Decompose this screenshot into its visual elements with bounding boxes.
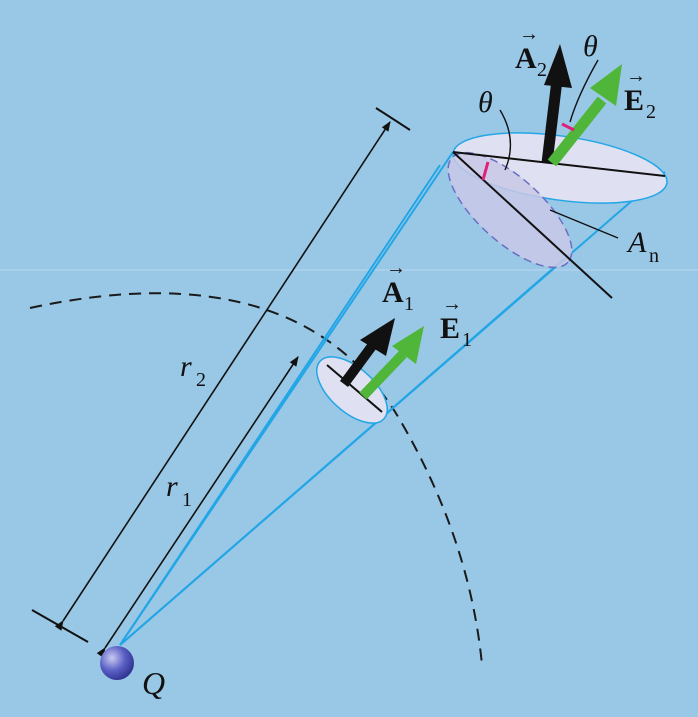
svg-text:→: →	[626, 65, 646, 87]
label-r2: r 2	[180, 350, 206, 391]
label-An: A n	[626, 226, 659, 267]
label-A1: A 1 →	[382, 257, 414, 315]
disk-A1	[316, 356, 388, 424]
label-r1: r 1	[166, 470, 192, 511]
svg-text:1: 1	[462, 329, 472, 351]
svg-text:E: E	[440, 312, 460, 345]
vector-E2	[547, 96, 607, 167]
svg-text:2: 2	[646, 101, 656, 123]
theta-right-leader	[569, 59, 599, 123]
angle-mark-left	[481, 161, 490, 181]
cone-lines	[119, 151, 666, 646]
svg-text:1: 1	[404, 293, 414, 315]
label-Q: Q	[142, 665, 165, 701]
label-E1: E 1 →	[440, 293, 472, 351]
vector-E2-head	[590, 64, 622, 106]
theta-left-leader	[499, 109, 512, 171]
theta-left-label: θ	[478, 86, 493, 119]
charge-Q	[100, 646, 134, 680]
svg-text:E: E	[624, 84, 644, 117]
angle-mark-right	[561, 122, 575, 132]
r2-tick-top	[375, 107, 411, 131]
An-leader	[549, 209, 619, 239]
svg-text:r: r	[166, 470, 178, 503]
svg-text:2: 2	[537, 59, 547, 81]
svg-text:A: A	[382, 276, 404, 309]
svg-text:→: →	[519, 23, 539, 45]
svg-text:n: n	[649, 245, 659, 267]
disk-A2-diameter	[452, 151, 666, 177]
svg-text:A: A	[515, 42, 537, 75]
svg-text:→: →	[386, 257, 406, 279]
svg-text:A: A	[626, 226, 647, 259]
vector-E1-head	[392, 326, 424, 364]
r2-tick-bottom	[31, 609, 89, 643]
svg-text:1: 1	[182, 489, 192, 511]
vector-A2	[541, 79, 563, 164]
label-A2: A 2 →	[515, 23, 547, 81]
r1-dimension	[96, 356, 299, 658]
disk-An-diameter	[452, 151, 613, 299]
svg-text:r: r	[180, 350, 192, 383]
theta-right-label: θ	[583, 30, 598, 63]
label-E2: E 2 →	[624, 65, 656, 123]
vector-A2-head	[544, 44, 572, 88]
disk-An	[447, 151, 573, 269]
svg-text:2: 2	[196, 369, 206, 391]
svg-text:→: →	[442, 293, 462, 315]
